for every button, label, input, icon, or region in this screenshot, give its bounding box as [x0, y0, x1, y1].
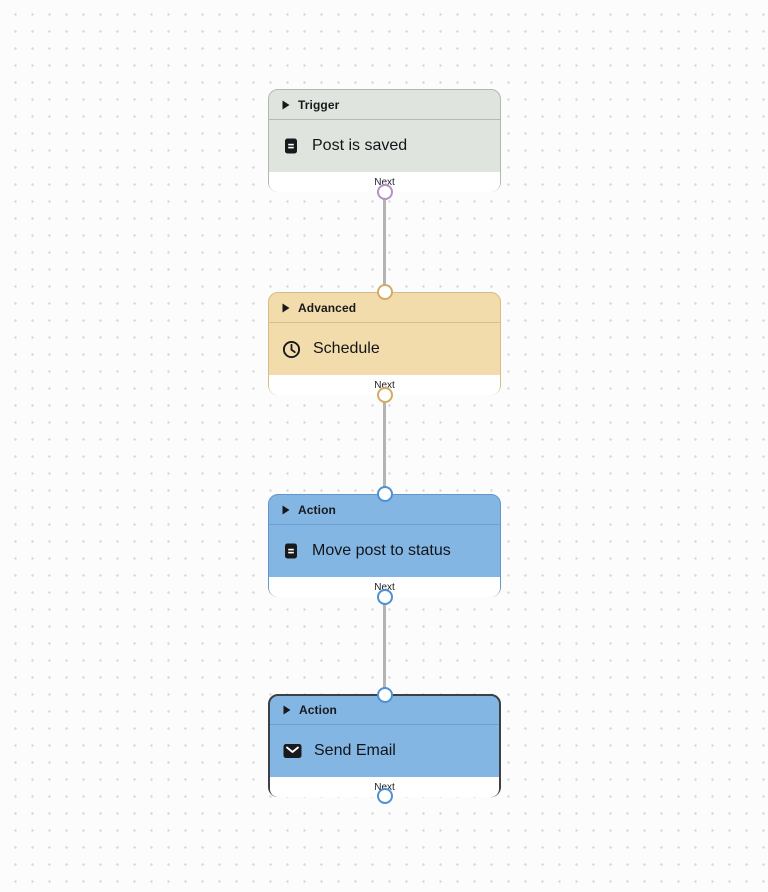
node-footer: Next: [269, 577, 500, 597]
node-advanced-schedule[interactable]: Advanced Schedule Next: [268, 284, 501, 403]
node-action-move-post-to-status[interactable]: Action Move post to status Next: [268, 486, 501, 605]
node-title: Move post to status: [312, 542, 451, 559]
node-footer: Next: [269, 375, 500, 395]
node-title: Schedule: [313, 340, 380, 357]
output-port[interactable]: [376, 589, 393, 605]
node-title: Post is saved: [312, 137, 408, 154]
document-icon: [282, 542, 300, 560]
node-header[interactable]: Action: [270, 696, 499, 725]
collapse-caret-icon: [282, 505, 290, 515]
node-title: Send Email: [314, 742, 396, 759]
output-port[interactable]: [376, 184, 393, 200]
input-port[interactable]: [376, 284, 393, 300]
node-trigger-post-is-saved[interactable]: Trigger Post is saved Next: [268, 89, 501, 200]
node-action-send-email[interactable]: Action Send Email Next: [268, 687, 501, 804]
node-category-label: Advanced: [298, 300, 357, 315]
document-icon: [282, 137, 300, 155]
node-header[interactable]: Trigger: [269, 90, 500, 120]
node-body[interactable]: Send Email: [270, 725, 499, 777]
collapse-caret-icon: [283, 705, 291, 715]
collapse-caret-icon: [282, 303, 290, 313]
node-body[interactable]: Schedule: [269, 323, 500, 375]
node-body[interactable]: Move post to status: [269, 525, 500, 577]
node-body[interactable]: Post is saved: [269, 120, 500, 172]
next-handle-label: Next: [374, 380, 395, 391]
input-port[interactable]: [376, 486, 393, 502]
output-port[interactable]: [376, 788, 393, 804]
node-footer: Next: [270, 777, 499, 797]
node-header[interactable]: Action: [269, 495, 500, 525]
input-port[interactable]: [376, 687, 393, 703]
edge-connector: [383, 192, 386, 294]
next-handle-label: Next: [374, 177, 395, 188]
next-handle-label: Next: [374, 582, 395, 593]
edge-connector: [383, 395, 386, 495]
node-header[interactable]: Advanced: [269, 293, 500, 323]
next-handle-label: Next: [374, 782, 395, 793]
output-port[interactable]: [376, 387, 393, 403]
envelope-icon: [283, 743, 302, 759]
node-footer: Next: [269, 172, 500, 192]
node-category-label: Trigger: [298, 97, 340, 112]
clock-icon: [282, 340, 301, 359]
edge-connector: [383, 597, 386, 695]
node-category-label: Action: [299, 703, 337, 717]
node-category-label: Action: [298, 502, 336, 517]
collapse-caret-icon: [282, 100, 290, 110]
